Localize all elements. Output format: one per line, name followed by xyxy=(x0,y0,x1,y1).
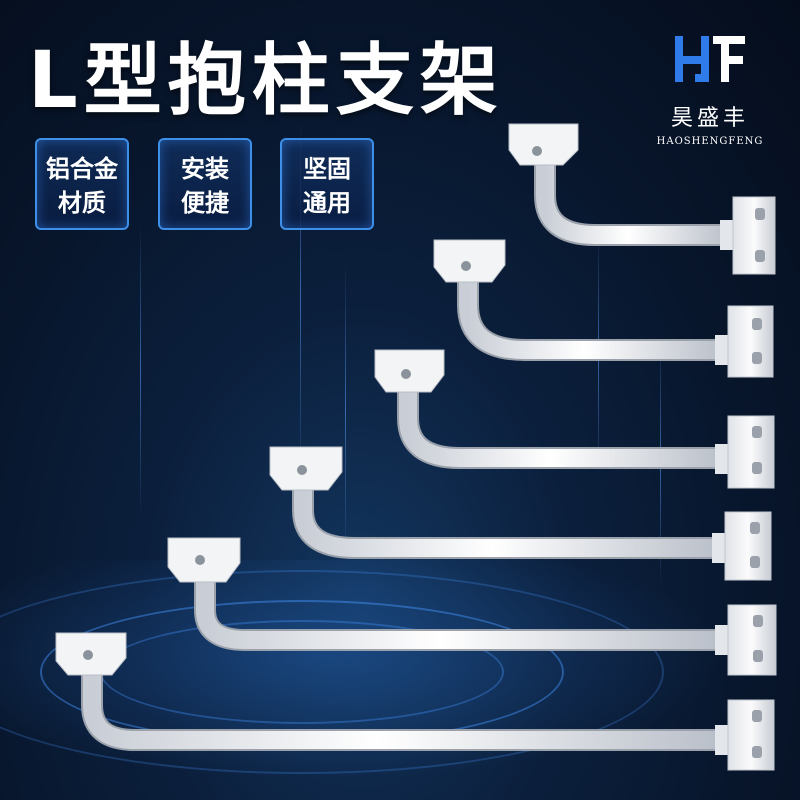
page-title: L型抱柱支架 xyxy=(28,36,504,126)
brand-block: 昊盛丰 HAOSHENGFENG xyxy=(640,30,780,147)
light-beam xyxy=(140,220,141,520)
badge-line: 便捷 xyxy=(181,189,229,217)
light-beam xyxy=(345,260,346,560)
bracket-5 xyxy=(167,537,777,676)
badge-line: 铝合金 xyxy=(46,155,118,183)
badge-line: 通用 xyxy=(303,189,351,217)
badge-line: 材质 xyxy=(58,189,106,217)
floor-ring xyxy=(0,570,664,774)
light-beam xyxy=(300,120,301,480)
badge-line: 坚固 xyxy=(303,155,351,183)
hsf-logo-icon xyxy=(675,36,745,82)
brand-name-en: HAOSHENGFENG xyxy=(656,136,764,147)
bracket-4 xyxy=(269,446,772,581)
feature-badge: 坚固 通用 xyxy=(280,138,374,230)
bracket-2 xyxy=(433,239,774,378)
bracket-3 xyxy=(374,349,775,489)
feature-badge: 铝合金 材质 xyxy=(35,138,129,230)
bracket-1 xyxy=(508,123,776,275)
feature-badge: 安装 便捷 xyxy=(158,138,252,230)
badge-line: 安装 xyxy=(181,155,229,183)
brand-name-cn: 昊盛丰 xyxy=(670,106,749,131)
bracket-6 xyxy=(55,632,775,771)
